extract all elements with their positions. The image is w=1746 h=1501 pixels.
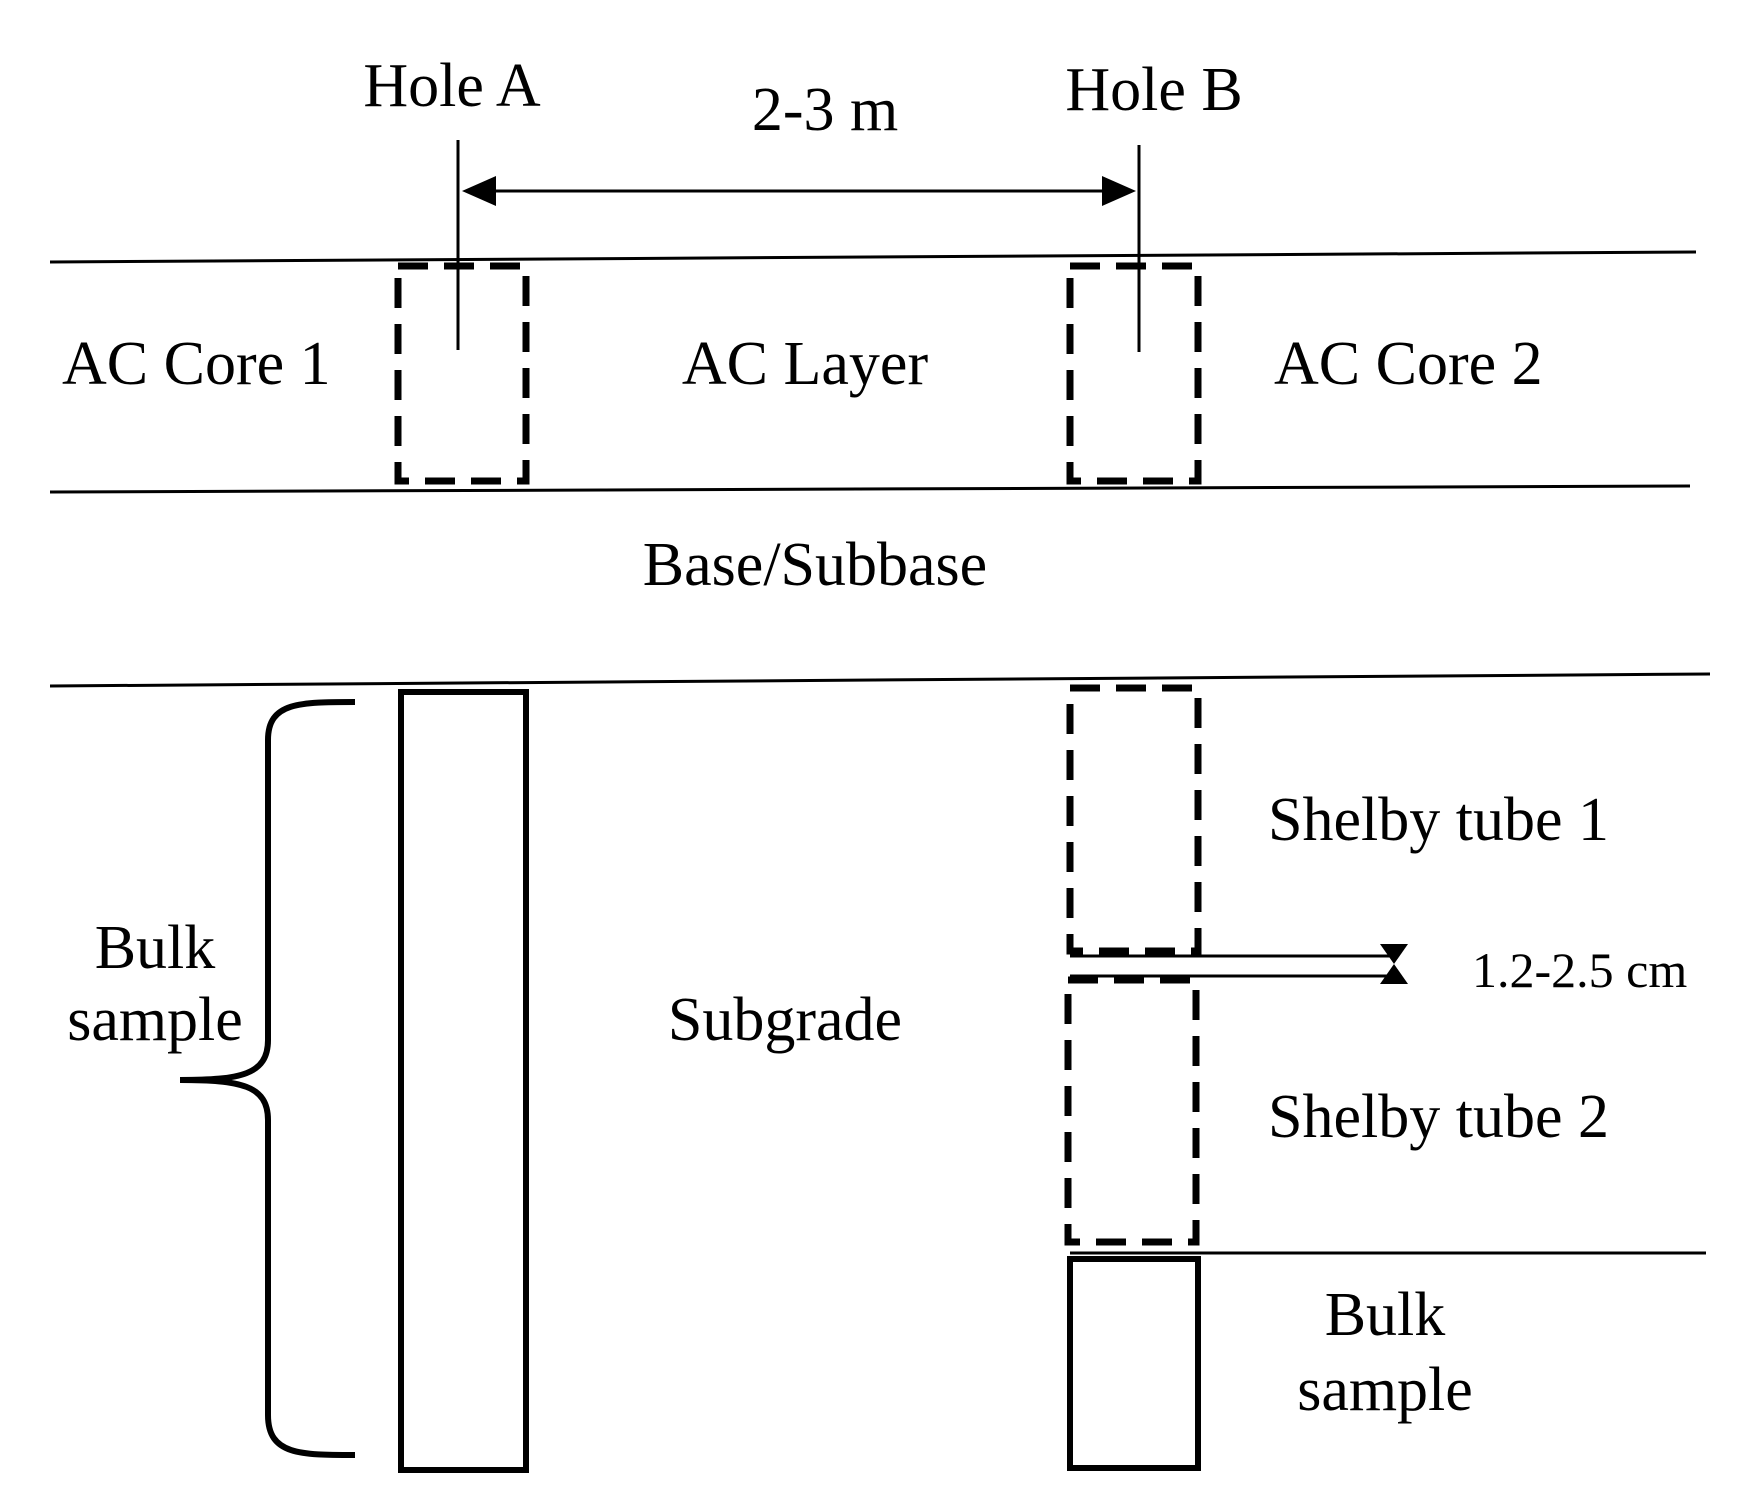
- spacing-arrow: [462, 176, 1136, 206]
- bulk-sample-right-label-line2: sample: [1297, 1356, 1473, 1424]
- ac-core-2-outline: [1066, 262, 1202, 485]
- hole-a-bulk-column: [398, 689, 529, 1473]
- shelby-tube-2-label: Shelby tube 2: [1268, 1083, 1609, 1151]
- base-subbase-label: Base/Subbase: [643, 531, 987, 599]
- hole-b-label: Hole B: [1065, 56, 1242, 124]
- bulk-sample-left-label-line2: sample: [67, 986, 243, 1054]
- gap-indicator: [1070, 944, 1408, 984]
- subgrade-label: Subgrade: [668, 986, 902, 1054]
- ac-layer-top-line: [49, 250, 1697, 264]
- hole-a-label: Hole A: [363, 52, 541, 120]
- ac-layer-bottom-line: [49, 484, 1691, 494]
- spacing-label: 2-3 m: [752, 76, 898, 144]
- ac-core-2-label: AC Core 2: [1274, 330, 1543, 398]
- ac-core-1-outline: [394, 262, 530, 485]
- bulk-sample-left-label-line1: Bulk: [95, 914, 216, 982]
- shelby-tube-1-outline: [1066, 684, 1202, 955]
- bulk-sample-right-label-line1: Bulk: [1325, 1281, 1446, 1349]
- shelby-tube-2-outline: [1064, 976, 1200, 1246]
- ac-layer-label: AC Layer: [682, 330, 929, 398]
- shelby-tube-1-label: Shelby tube 1: [1268, 786, 1609, 854]
- subgrade-top-line: [49, 672, 1711, 688]
- hole-b-bulk-sample: [1067, 1256, 1201, 1471]
- bulk-sample-brace: [179, 699, 356, 1458]
- gap-label: 1.2-2.5 cm: [1472, 942, 1687, 998]
- ac-core-1-label: AC Core 1: [62, 330, 331, 398]
